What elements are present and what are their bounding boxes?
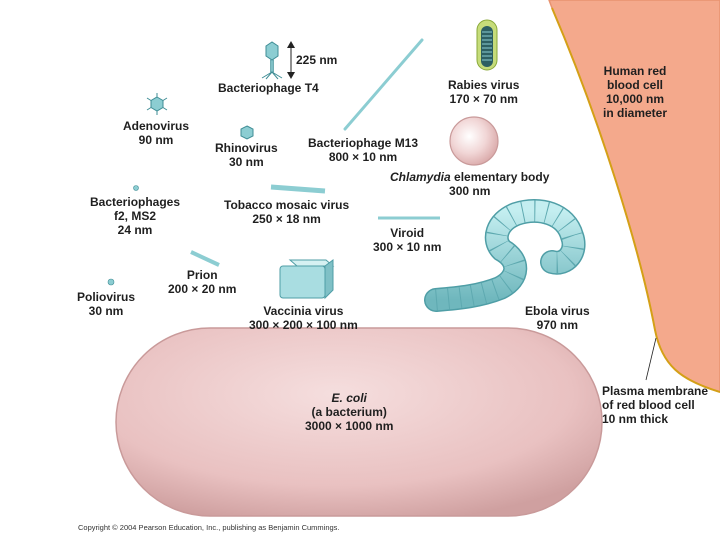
m13-label: Bacteriophage M13 800 × 10 nm <box>308 136 419 164</box>
chlamydia-rest: elementary body <box>450 170 550 184</box>
vaccinia-drawing <box>279 259 335 300</box>
m13-filament <box>343 38 424 131</box>
plasma-membrane-label: Plasma membrane of red blood cell 10 nm … <box>602 384 709 426</box>
viroid-label: Viroid 300 × 10 nm <box>373 226 442 254</box>
adenovirus-drawing <box>146 93 168 115</box>
tmv-label: Tobacco mosaic virus 250 × 18 nm <box>224 198 350 226</box>
copyright-notice: Copyright © 2004 Pearson Education, Inc.… <box>78 523 340 532</box>
poliovirus-label: Poliovirus 30 nm <box>77 290 136 318</box>
ecoli-cell <box>115 327 603 517</box>
membrane-pointer-line <box>645 337 657 381</box>
chlamydia-label: Chlamydia elementary body 300 nm <box>390 170 550 198</box>
ebola-label: Ebola virus 970 nm <box>525 304 590 332</box>
plasma-membrane-edge <box>551 7 720 393</box>
bacteriophages-f2-label: Bacteriophages f2, MS2 24 nm <box>90 195 181 237</box>
chlamydia-genus: Chlamydia <box>390 170 451 184</box>
adenovirus-label: Adenovirus 90 nm <box>123 119 190 147</box>
vaccinia-label: Vaccinia virus 300 × 200 × 100 nm <box>249 304 358 332</box>
chlamydia-body <box>449 116 499 166</box>
red-blood-cell-label: Human red blood cell 10,000 nm in diamet… <box>603 64 668 120</box>
t4-scale-arrow <box>287 41 295 79</box>
poliovirus-dot <box>107 278 115 286</box>
rhinovirus-drawing <box>240 125 254 140</box>
t4-scale-label: 225 nm <box>296 53 338 67</box>
prion-rod <box>190 250 220 267</box>
tmv-rod <box>270 184 326 194</box>
bacteriophage-t4-drawing <box>261 41 283 80</box>
rabies-virus-drawing <box>476 19 498 71</box>
prion-label: Prion 200 × 20 nm <box>168 268 237 296</box>
rabies-label: Rabies virus 170 × 70 nm <box>448 78 520 106</box>
ebola-drawing <box>424 199 586 312</box>
red-blood-cell <box>548 0 720 393</box>
rhinovirus-label: Rhinovirus 30 nm <box>215 141 278 169</box>
bacteriophage-t4-label: Bacteriophage T4 <box>218 81 319 95</box>
ecoli-label: E. coli (a bacterium) 3000 × 1000 nm <box>305 391 394 433</box>
phage-f2-dot <box>133 185 139 191</box>
